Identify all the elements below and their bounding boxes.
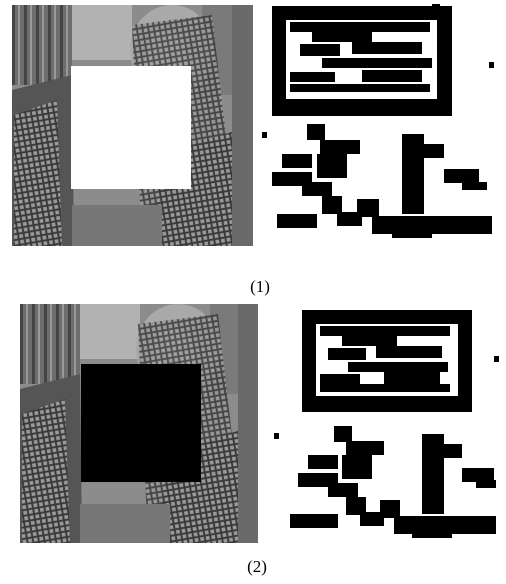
panel-caption-1: (1) <box>250 277 270 296</box>
binary-character-image-panel-1 <box>262 4 494 238</box>
occlusion-block-white <box>71 66 191 189</box>
grayscale-photo-panel-1 <box>12 5 253 246</box>
binary-character-image-panel-2 <box>274 310 499 538</box>
panel-caption-2: (2) <box>247 557 267 576</box>
occlusion-block-black <box>81 364 201 482</box>
grayscale-photo-panel-2 <box>20 304 258 543</box>
